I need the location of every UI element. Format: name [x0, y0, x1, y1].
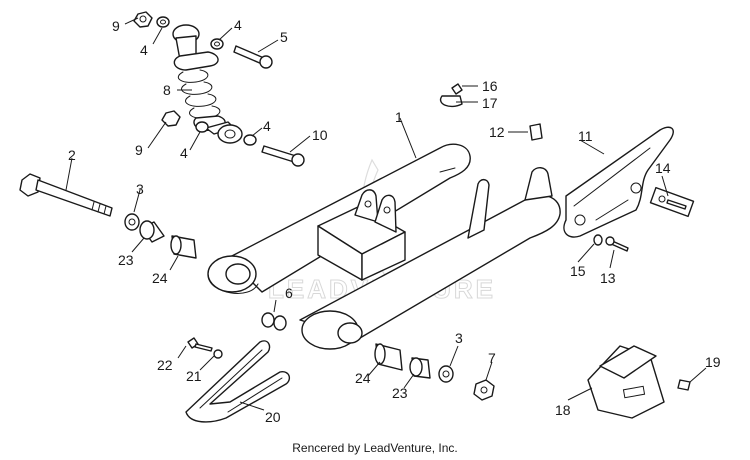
callout-4-lower-right: 4 [263, 118, 271, 134]
callout-numbers: 9 4 4 5 8 9 4 4 10 1 2 3 23 24 6 16 17 1… [68, 17, 721, 425]
callout-5: 5 [280, 29, 288, 45]
callout-21: 21 [186, 368, 202, 384]
callout-12: 12 [489, 124, 505, 140]
callout-23-left: 23 [118, 252, 134, 268]
callout-14: 14 [655, 160, 671, 176]
chain-slider-pad [587, 345, 691, 419]
callout-11: 11 [578, 128, 593, 144]
callout-24-right: 24 [355, 370, 371, 386]
fasteners [124, 11, 495, 401]
callout-23-right: 23 [392, 385, 408, 401]
callout-3-right: 3 [455, 330, 463, 346]
callout-22: 22 [157, 357, 173, 373]
pivot-bolt [19, 173, 113, 217]
callout-13: 13 [600, 270, 616, 286]
callout-17: 17 [482, 95, 498, 111]
swingarm [207, 143, 561, 350]
callout-4-top: 4 [140, 42, 148, 58]
chain-guard [563, 126, 674, 238]
callout-20: 20 [265, 409, 281, 425]
guard-fasteners [593, 186, 695, 252]
callout-18: 18 [555, 402, 571, 418]
callout-10: 10 [312, 127, 328, 143]
callout-19: 19 [705, 354, 721, 370]
callout-6: 6 [285, 285, 293, 301]
callout-15: 15 [570, 263, 586, 279]
callout-9-top: 9 [112, 18, 120, 34]
chain-guide [185, 337, 291, 423]
callout-3-left: 3 [136, 181, 144, 197]
callout-2: 2 [68, 147, 76, 163]
footer-credit: Rencered by LeadVenture, Inc. [292, 441, 458, 455]
callout-24-left: 24 [152, 270, 168, 286]
leader-lines [65, 17, 707, 411]
callout-7: 7 [488, 350, 496, 366]
callout-9-lower: 9 [135, 142, 143, 158]
callout-4-upper-right: 4 [234, 17, 242, 33]
callout-4-lower-left: 4 [180, 145, 188, 161]
clip-and-clamp [439, 83, 543, 141]
callout-16: 16 [482, 78, 498, 94]
callout-8: 8 [163, 82, 171, 98]
callout-1: 1 [395, 109, 403, 125]
